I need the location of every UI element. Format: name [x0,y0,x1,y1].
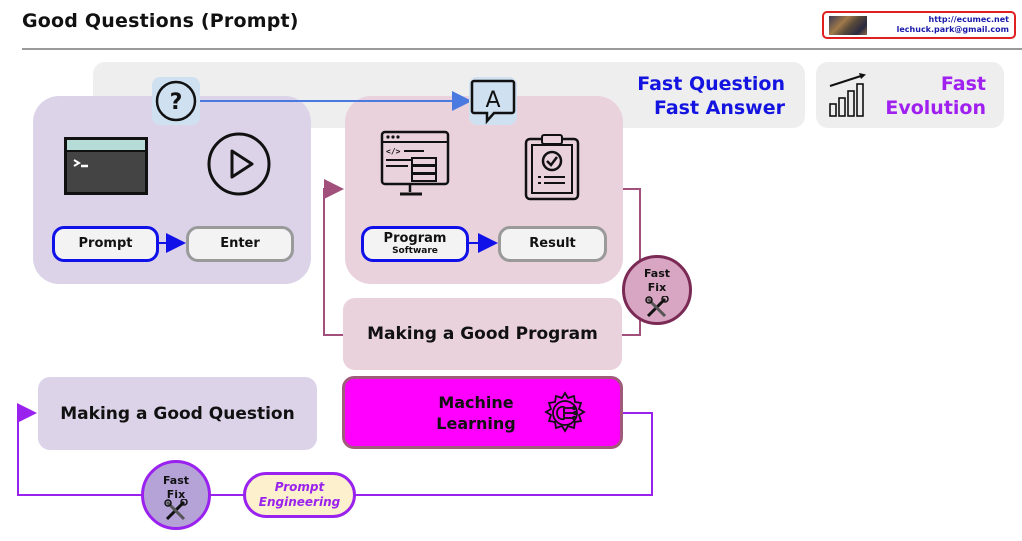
enter-button[interactable]: Enter [186,226,294,262]
clipboard-check-icon [523,131,581,205]
page-title: Good Questions (Prompt) [22,10,299,32]
machine-learning-box[interactable]: Machine Learning [342,376,623,449]
svg-text:</>: </> [386,147,401,156]
svg-text:A: A [485,88,500,113]
fast-fix-program-badge[interactable]: Fast Fix [622,255,692,325]
credit-text: http://ecumec.net lechuck.park@gmail.com [897,15,1009,35]
fast-evolution-label: Fast Evolution [885,73,986,119]
result-button[interactable]: Result [498,226,607,262]
making-good-program-box[interactable]: Making a Good Program [343,298,622,370]
author-credit: http://ecumec.net lechuck.park@gmail.com [822,11,1016,39]
program-button[interactable]: Program Software [361,226,469,262]
credit-url[interactable]: http://ecumec.net [928,15,1009,24]
question-circle-icon: ? [152,77,200,125]
program-loop-left [323,179,344,336]
machine-learning-label: Machine Learning [436,393,516,433]
title-divider [22,48,1022,50]
prompt-engineering-badge[interactable]: Prompt Engineering [243,472,356,518]
play-icon[interactable] [206,131,272,201]
code-monitor-icon: </> [380,130,452,204]
making-good-question-box[interactable]: Making a Good Question [38,377,317,450]
author-photo [829,16,867,35]
svg-text:?: ? [170,90,183,115]
growth-chart-icon [826,72,876,124]
tools-icon [625,295,689,322]
tools-icon [144,498,208,525]
ai-gear-icon [543,391,587,439]
prompt-button[interactable]: Prompt [52,226,159,262]
credit-email[interactable]: lechuck.park@gmail.com [896,25,1009,34]
fast-question-answer-label: Fast Question Fast Answer [637,73,785,119]
answer-bubble-icon: A [469,77,517,125]
terminal-icon [64,137,148,199]
fast-fix-question-badge[interactable]: Fast Fix [141,460,211,530]
